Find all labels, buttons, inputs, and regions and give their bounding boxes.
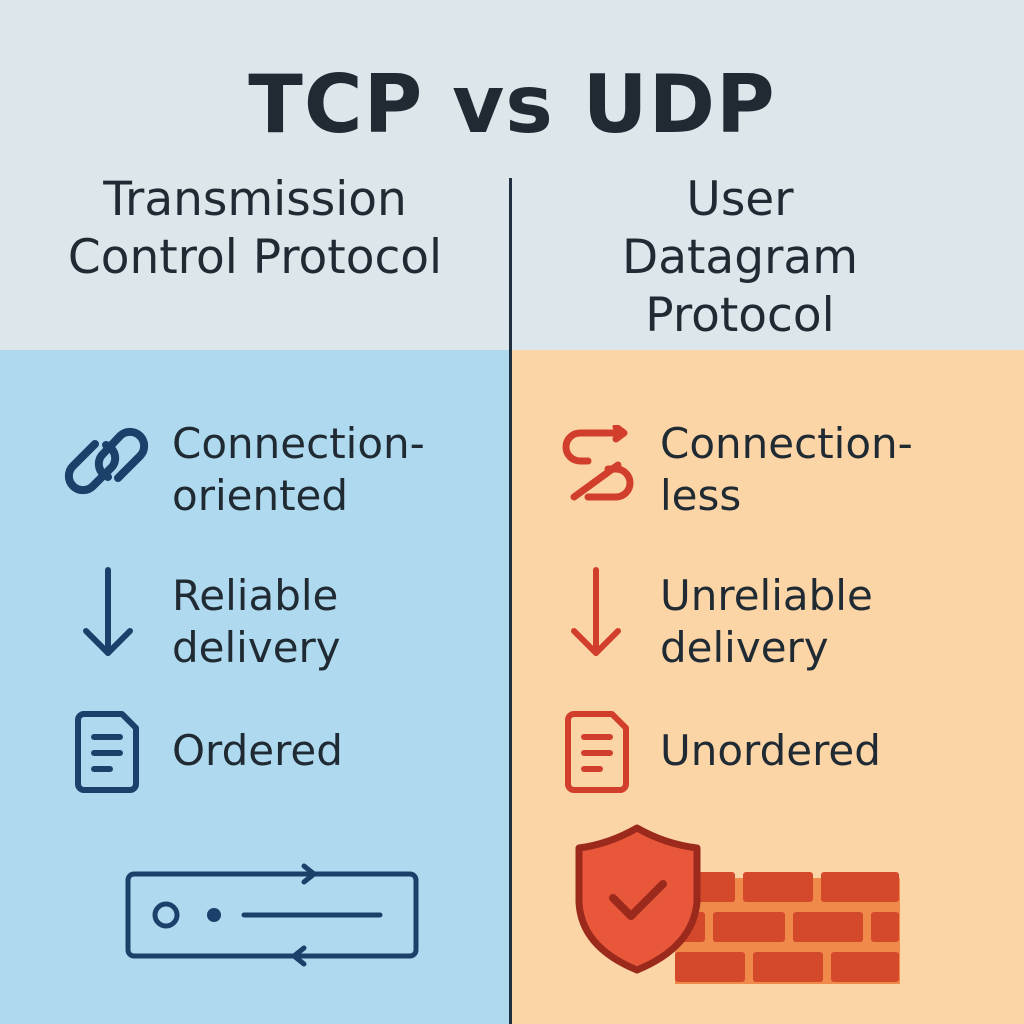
- document-icon: [75, 711, 139, 793]
- feature-text: Connection-: [660, 419, 913, 468]
- arrow-down-icon: [571, 567, 621, 656]
- udp-feature-reliability: Unreliable delivery: [660, 570, 873, 674]
- feature-text: delivery: [172, 623, 341, 672]
- udp-feature-order: Unordered: [660, 725, 881, 777]
- tcp-feature-order: Ordered: [172, 725, 343, 777]
- header-panel: [0, 0, 1024, 350]
- feature-text: Unordered: [660, 726, 881, 775]
- feature-text: Unreliable: [660, 571, 873, 620]
- udp-name-line: Protocol: [645, 288, 835, 343]
- udp-name: User Datagram Protocol: [530, 171, 950, 345]
- feature-text: Connection-: [172, 419, 425, 468]
- feature-text: Ordered: [172, 726, 343, 775]
- server-connection-icon: [125, 863, 419, 967]
- tcp-name-line: Transmission: [103, 172, 407, 227]
- tcp-panel: [0, 350, 511, 1024]
- divider: [509, 178, 512, 1024]
- broken-link-icon: [562, 425, 634, 501]
- tcp-feature-reliability: Reliable delivery: [172, 570, 341, 674]
- feature-text: less: [660, 471, 742, 520]
- feature-text: oriented: [172, 471, 349, 520]
- feature-text: Reliable: [172, 571, 339, 620]
- arrow-down-icon: [83, 567, 133, 656]
- link-icon: [64, 427, 149, 495]
- firewall-shield-icon: [575, 824, 900, 984]
- udp-name-line: User: [686, 172, 794, 227]
- document-icon: [565, 711, 629, 793]
- udp-name-line: Datagram: [622, 230, 858, 285]
- udp-feature-connection: Connection- less: [660, 418, 913, 522]
- tcp-name: Transmission Control Protocol: [20, 171, 490, 287]
- feature-text: delivery: [660, 623, 829, 672]
- page-title: TCP vs UDP: [248, 58, 776, 151]
- tcp-feature-connection: Connection- oriented: [172, 418, 425, 522]
- tcp-name-line: Control Protocol: [67, 230, 443, 285]
